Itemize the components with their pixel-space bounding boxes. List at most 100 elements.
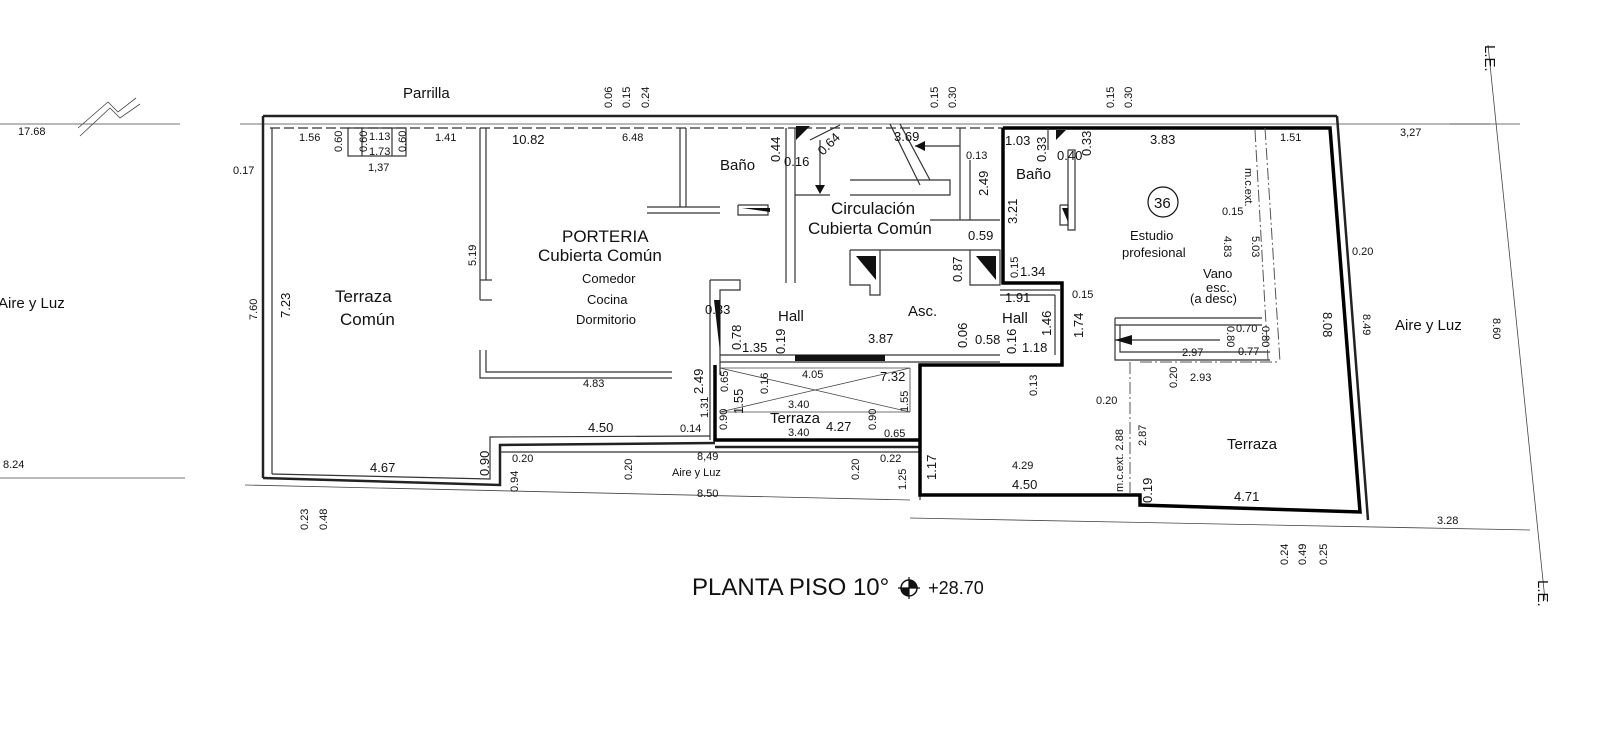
label-cocina: Cocina: [587, 292, 628, 307]
dim-1-56: 1.56: [299, 132, 320, 144]
label-terraza-comun-line2: Común: [340, 310, 395, 329]
dim-0-64: 0.64: [815, 130, 844, 159]
dim-4-71: 4.71: [1234, 489, 1259, 504]
dim-0-23: 0.23: [299, 509, 311, 530]
dim-1-41: 1.41: [435, 132, 456, 144]
dim-4-50-a: 4.50: [588, 420, 613, 435]
dim-0-16-c: 0.16: [759, 373, 771, 394]
dim-8-24: 8.24: [3, 459, 24, 471]
dim-0-20-e: 0.20: [1096, 395, 1117, 407]
label-terraza-right: Terraza: [1227, 436, 1278, 453]
dim-0-06-a: 0.06: [603, 87, 615, 108]
label-parrilla: Parrilla: [403, 85, 450, 102]
dim-0-25: 0.25: [1318, 544, 1330, 565]
dim-7-32: 7.32: [880, 369, 905, 384]
dim-4-05: 4.05: [802, 369, 823, 381]
plan-title: PLANTA PISO 10°: [692, 574, 890, 601]
dim-0-80-b: 0.80: [1259, 326, 1271, 347]
dim-0-30-b: 0.30: [1123, 87, 1135, 108]
dim-0-80-a: 0.80: [1224, 326, 1236, 347]
label-le-bottom: L.E.: [1534, 580, 1551, 607]
dim-4-50-b: 4.50: [1012, 477, 1037, 492]
dim-0-15-b: 0.15: [929, 87, 941, 108]
dim-0-15-a: 0.15: [621, 87, 633, 108]
dim-0-15-c: 0.15: [1072, 289, 1093, 301]
label-esc: esc.: [1206, 280, 1230, 295]
dim-4-27: 4.27: [826, 419, 851, 434]
dim-0-16-b: 0.16: [1004, 329, 1019, 354]
label-unit-number: 36: [1154, 195, 1171, 212]
dim-1-17: 1.17: [924, 455, 939, 480]
label-aire-luz-right: Aire y Luz: [1395, 317, 1462, 334]
dim-3-21: 3.21: [1005, 199, 1020, 224]
dim-1-18: 1.18: [1022, 340, 1047, 355]
dim-0-65-a: 0.65: [719, 371, 731, 392]
dim-1-03: 1.03: [1005, 133, 1030, 148]
label-mcext2: m.c.ext. 2.88: [1114, 429, 1126, 492]
dim-2-97: 2.97: [1182, 347, 1203, 359]
label-aire-luz-bottom: Aire y Luz: [672, 467, 721, 479]
label-terraza-small: Terraza: [770, 410, 821, 427]
dim-7-60: 7.60: [248, 299, 260, 320]
dim-0-19-b: 0.19: [1140, 478, 1155, 503]
dim-8-49-a: 8,49: [697, 451, 718, 463]
label-aire-luz-left: Aire y Luz: [0, 295, 65, 312]
dim-0-33-c: 0.33: [1079, 131, 1094, 156]
plan-caption: PLANTA PISO 10° +28.70: [692, 574, 984, 602]
dimension-labels: 17.68 0.17 8.24 1.56 1.13 1.73 1.41 1,37…: [3, 126, 1458, 527]
dim-3-28: 3.28: [1437, 515, 1458, 527]
dim-8-08: 8.08: [1320, 312, 1335, 337]
dim-2-49-a: 2.49: [976, 171, 991, 196]
dim-3-40-a: 3.40: [788, 399, 809, 411]
dim-1-35: 1.35: [742, 340, 767, 355]
dim-0-14: 0.14: [680, 423, 701, 435]
dimension-labels-vertical: 0.60 0.60 0.60 7.60 7.23 0.06 0.15 0.24 …: [248, 87, 1502, 565]
dim-3-40-b: 3.40: [788, 427, 809, 439]
label-comedor: Comedor: [582, 271, 636, 286]
dim-1-91: 1.91: [1005, 290, 1030, 305]
label-mcext: m.c.ext.: [1242, 168, 1254, 207]
dim-0-40: 0.40: [1057, 148, 1082, 163]
dim-0-33-a: 0.33: [705, 302, 730, 317]
dim-0-24-b: 0.24: [1279, 544, 1291, 565]
dim-3-87: 3.87: [868, 331, 893, 346]
dim-0-59: 0.59: [968, 228, 993, 243]
dim-0-20-d: 0.20: [1168, 367, 1180, 388]
dim-0-49: 0.49: [1297, 544, 1309, 565]
walls: [261, 114, 1370, 521]
dim-0-90-b: 0.90: [718, 409, 730, 430]
dim-8-60: 8.60: [1490, 318, 1502, 339]
dim-0-06-b: 0.06: [955, 323, 970, 348]
dim-5-03: 5.03: [1249, 236, 1261, 257]
label-a-desc: (a desc): [1190, 291, 1237, 306]
label-hall-left: Hall: [778, 308, 804, 325]
dim-0-19-a: 0.19: [773, 329, 788, 354]
dim-4-29: 4.29: [1012, 460, 1033, 472]
dim-0-20-a: 0.20: [512, 453, 533, 465]
dim-1-55-b: 1.55: [899, 391, 911, 412]
site-lines: [0, 44, 1546, 601]
dim-1-46: 1.46: [1039, 311, 1054, 336]
dim-0-77: 0.77: [1238, 346, 1259, 358]
dim-0-16-a: 0.16: [784, 154, 809, 169]
dim-0-58: 0.58: [975, 332, 1000, 347]
dim-1-13: 1.13: [369, 131, 390, 143]
dim-0-48: 0.48: [318, 509, 330, 530]
dim-7-23: 7.23: [278, 293, 293, 318]
dim-4-67: 4.67: [370, 460, 395, 475]
label-cubierta-comun-2: Cubierta Común: [808, 219, 932, 238]
label-asc: Asc.: [908, 303, 937, 320]
dim-4-83-b: 4.83: [1221, 236, 1233, 257]
dim-0-13-b: 0.13: [1028, 375, 1040, 396]
room-labels: Parrilla Terraza Común PORTERIA Cubierta…: [0, 45, 1551, 607]
dim-2-87: 2.87: [1137, 425, 1149, 446]
dim-0-65-b: 0.65: [884, 428, 905, 440]
dim-0-60-c: 0.60: [397, 131, 409, 152]
level-marker-icon: [897, 577, 920, 599]
dim-3-83: 3.83: [1150, 132, 1175, 147]
dim-0-20-f: 0.20: [850, 459, 862, 480]
dim-0-33-b: 0.33: [1034, 137, 1049, 162]
label-porteria: PORTERIA: [562, 227, 649, 246]
dim-1-73: 1.73: [369, 146, 390, 158]
